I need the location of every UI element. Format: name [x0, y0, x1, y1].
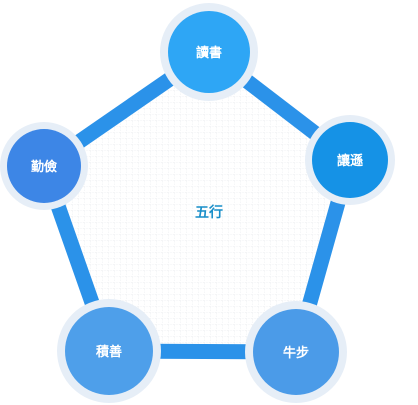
node-bottom-right-circle: [253, 309, 339, 395]
node-right-label: 讓遜: [337, 153, 363, 169]
node-bottom-left-label: 積善: [95, 344, 122, 360]
node-bottom-left-circle: [65, 307, 153, 395]
node-top[interactable]: 讀書: [160, 3, 258, 101]
node-right[interactable]: 讓遜: [305, 115, 395, 205]
node-left[interactable]: 勤儉: [0, 122, 88, 210]
node-left-circle: [7, 129, 81, 203]
node-top-label: 讀書: [196, 45, 222, 61]
node-bottom-left[interactable]: 積善: [57, 299, 161, 403]
node-top-circle: [168, 11, 250, 93]
center-label: 五行: [195, 204, 223, 221]
node-bottom-right[interactable]: 牛步: [245, 301, 347, 403]
node-right-circle: [312, 122, 388, 198]
node-left-label: 勤儉: [31, 159, 57, 175]
node-bottom-right-label: 牛步: [283, 345, 309, 361]
pentagon-grid-fill: [44, 52, 350, 352]
